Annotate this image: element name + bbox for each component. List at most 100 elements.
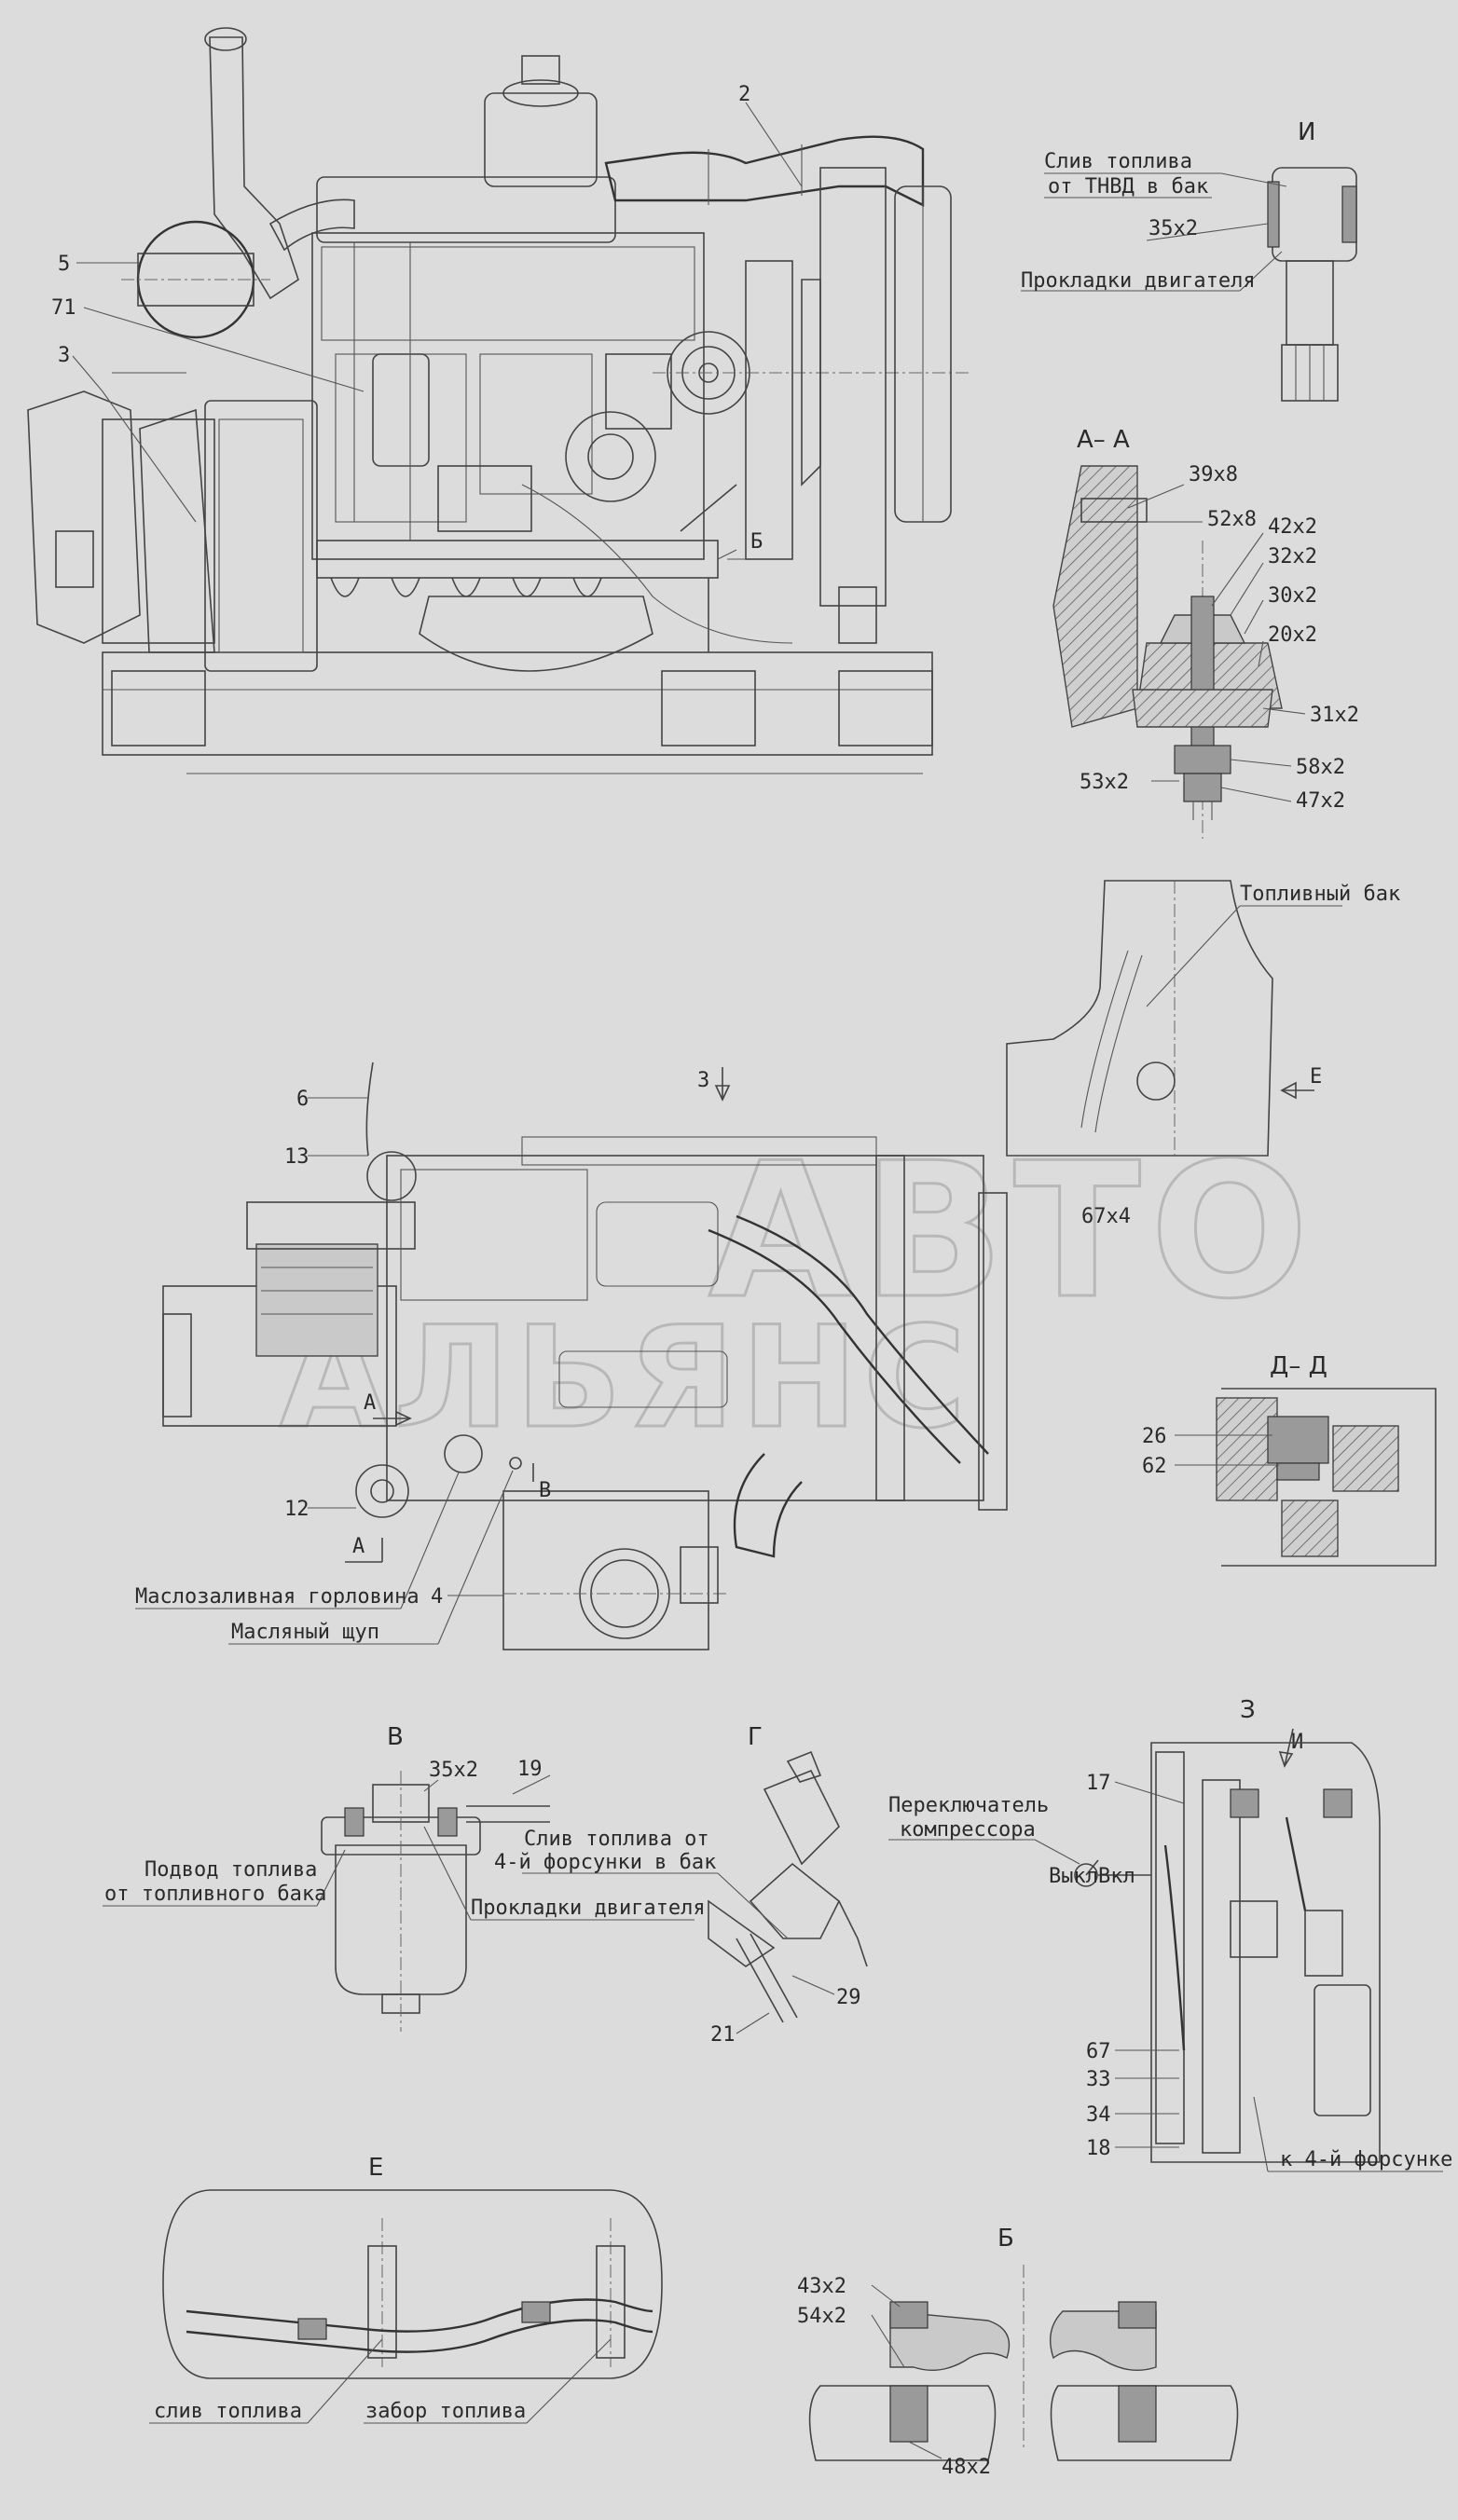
marker-v: В bbox=[539, 1479, 551, 1502]
view-z-title: З bbox=[1240, 1696, 1256, 1724]
view-i-title: И bbox=[1298, 118, 1315, 146]
switch-label-line1: Переключатель bbox=[888, 1794, 1049, 1817]
callout-71: 71 bbox=[51, 296, 76, 320]
section-a-a-callout-0: 39x8 bbox=[1189, 463, 1238, 486]
top-view-engine-block bbox=[386, 1155, 984, 1501]
view-i-drain-line2: от ТНВД в бак bbox=[1048, 175, 1208, 199]
switch-label-line2: компрессора bbox=[900, 1818, 1036, 1842]
view-v-title: В bbox=[387, 1723, 404, 1751]
view-e-hose bbox=[186, 2298, 653, 2333]
oil-filler-neck bbox=[444, 1434, 483, 1473]
section-d-d-body bbox=[1216, 1397, 1278, 1501]
oil-filter-cap bbox=[484, 92, 598, 187]
section-a-a-callout-6: 31x2 bbox=[1310, 704, 1359, 727]
view-z-c67: 67 bbox=[1086, 2040, 1111, 2063]
section-d-d-callout-0: 26 bbox=[1142, 1425, 1167, 1448]
section-a-a-frame bbox=[1052, 465, 1138, 728]
view-v: В 35x2 19 Подвод топлива от топливного б… bbox=[103, 1723, 706, 2032]
callout-67x4: 67x4 bbox=[1081, 1205, 1131, 1228]
view-g-injector bbox=[763, 1769, 840, 1866]
view-g-drain-line2: 4-й форсунки в бак bbox=[494, 1851, 716, 1874]
view-b-left-mount bbox=[808, 2385, 997, 2461]
view-g-title: Г bbox=[748, 1723, 763, 1751]
oil-pan bbox=[419, 596, 653, 672]
section-a-a-title: А– А bbox=[1077, 426, 1130, 454]
marker-z: З bbox=[697, 1069, 709, 1092]
view-e-fuel-drain: слив топлива bbox=[154, 2400, 302, 2423]
view-g-c21: 21 bbox=[710, 2023, 736, 2047]
view-i-drain-line1: Слив топлива bbox=[1044, 150, 1192, 173]
main-side-view: 2 5 71 3 Б bbox=[27, 27, 970, 774]
section-a-a-callout-2: 42x2 bbox=[1268, 515, 1317, 539]
compressor bbox=[27, 390, 141, 644]
view-b-callout-2: 48x2 bbox=[942, 2456, 991, 2479]
engine-block bbox=[311, 232, 705, 560]
view-v-gaskets: Прокладки двигателя bbox=[471, 1897, 706, 1920]
section-a-a-callout-3: 32x2 bbox=[1268, 545, 1317, 568]
view-z-to-injector: к 4-й форсунке bbox=[1280, 2148, 1452, 2171]
watermark-line2: АЛЬЯНС bbox=[280, 1297, 971, 1459]
view-v-qty: 35x2 bbox=[429, 1759, 478, 1782]
frame-rail bbox=[102, 651, 933, 756]
view-g-drain-line1: Слив топлива от bbox=[524, 1828, 709, 1851]
view-g: Г Слив топлива от 4-й форсунки в бак 29 … bbox=[494, 1723, 868, 2047]
top-view: Топливный бак Е 6 bbox=[135, 880, 1400, 1650]
section-a-a-callout-1: 52x8 bbox=[1207, 508, 1257, 531]
callout-b-arrow: Б bbox=[750, 530, 763, 554]
oil-filler-label: Маслозаливная горловина bbox=[135, 1585, 420, 1609]
top-view-hose-1 bbox=[708, 1228, 961, 1464]
view-v-supply-line1: Подвод топлива bbox=[144, 1858, 317, 1882]
view-b: Б 43x2 54x2 48x2 bbox=[797, 2225, 1239, 2479]
section-a-a-callout-8: 53x2 bbox=[1080, 771, 1129, 794]
view-b-right-mount bbox=[1050, 2385, 1239, 2461]
marker-a-top: А bbox=[364, 1391, 376, 1415]
view-b-callout-0: 43x2 bbox=[797, 2275, 846, 2298]
compressor-switch-on: Вкл bbox=[1098, 1865, 1135, 1888]
callout-6: 6 bbox=[296, 1088, 309, 1111]
view-i: И Слив топлива от ТНВД в бак 35x2 Прокла… bbox=[1021, 118, 1357, 402]
section-a-a-callout-7: 58x2 bbox=[1296, 756, 1345, 779]
watermark-line1: АВТО bbox=[708, 1123, 1318, 1340]
view-e: Е слив топлива забор топлива bbox=[149, 2154, 663, 2424]
callout-2: 2 bbox=[738, 83, 750, 106]
callout-12: 12 bbox=[284, 1498, 309, 1521]
view-z-c17: 17 bbox=[1086, 1772, 1111, 1795]
cylinder-head bbox=[316, 176, 616, 243]
radiator bbox=[819, 167, 887, 607]
callout-13: 13 bbox=[284, 1145, 309, 1169]
section-d-d: Д– Д 26 62 bbox=[1142, 1352, 1437, 1567]
view-i-qty: 35x2 bbox=[1149, 217, 1198, 240]
view-z-c34: 34 bbox=[1086, 2103, 1111, 2127]
marker-a-bottom: А bbox=[352, 1535, 364, 1558]
fuel-tank-label: Топливный бак bbox=[1240, 883, 1400, 906]
view-e-fuel-intake: забор топлива bbox=[365, 2400, 526, 2423]
view-v-supply-line2: от топливного бака bbox=[104, 1883, 326, 1906]
callout-4: 4 bbox=[431, 1585, 443, 1609]
callout-3: 3 bbox=[58, 344, 70, 367]
section-d-d-callout-1: 62 bbox=[1142, 1455, 1167, 1478]
oil-dipstick bbox=[509, 1457, 522, 1470]
section-a-a: А– А 39x8 52x8 42x2 32x2 30x2 20x2 31x2 … bbox=[1052, 426, 1359, 839]
fan-shroud bbox=[745, 260, 793, 560]
top-view-silencer bbox=[502, 1490, 709, 1650]
callout-5: 5 bbox=[58, 253, 70, 276]
flywheel-housing bbox=[204, 400, 318, 672]
view-z-bellows bbox=[1304, 1910, 1343, 1977]
fuel-tank bbox=[1006, 880, 1273, 1157]
section-a-a-callout-9: 47x2 bbox=[1296, 789, 1345, 813]
compressor-switch bbox=[1074, 1863, 1098, 1887]
top-view-hose-2 bbox=[733, 1453, 803, 1558]
view-e-tank bbox=[162, 2189, 663, 2379]
view-z: З И Выкл Вкл Переключатель компрессора 1… bbox=[888, 1696, 1452, 2172]
fuel-filter-bowl bbox=[335, 1844, 467, 1995]
view-b-title: Б bbox=[997, 2225, 1014, 2253]
view-i-gaskets: Прокладки двигателя bbox=[1021, 269, 1256, 293]
section-a-a-callout-5: 20x2 bbox=[1268, 623, 1317, 647]
view-v-c19: 19 bbox=[517, 1758, 543, 1781]
view-e-title: Е bbox=[368, 2154, 383, 2182]
view-z-c18: 18 bbox=[1086, 2137, 1111, 2160]
compressor-switch-off: Выкл bbox=[1049, 1865, 1098, 1888]
watermark: АВТО АЛЬЯНС bbox=[279, 1122, 1318, 1461]
